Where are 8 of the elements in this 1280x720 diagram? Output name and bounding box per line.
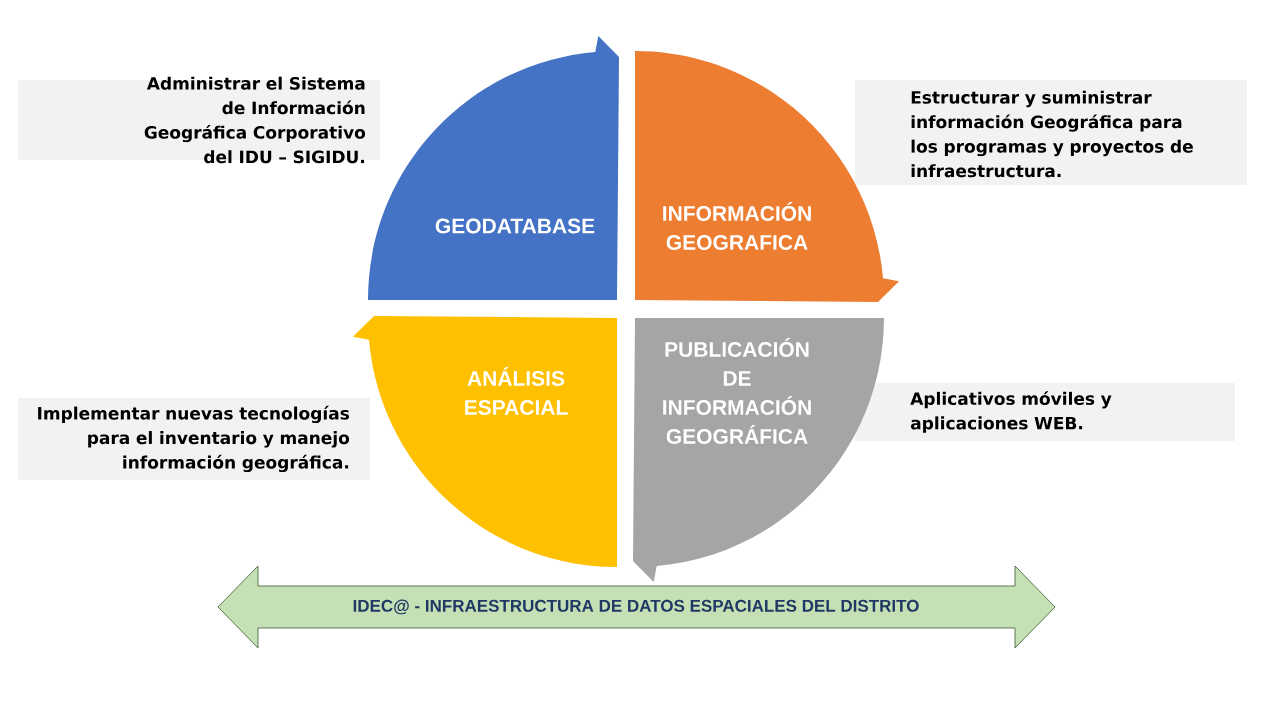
quadrant-segment: PUBLICACIÓN DE INFORMACIÓN GEOGRÁFICA [633,318,884,583]
quadrant-segment: INFORMACIÓN GEOGRAFICA [635,51,900,302]
quadrant-segment: ANÁLISIS ESPACIAL [352,316,617,567]
description-box: Aplicativos móviles y aplicaciones WEB. [855,383,1235,441]
double-arrow-band: IDEC@ - INFRAESTRUCTURA DE DATOS ESPACIALES DEL DISTRITO [217,565,1056,649]
description-box: Implementar nuevas tecnologías para el inventario y manejo información geográfica. [18,398,370,480]
description-box: Estructurar y suministrar información Geográfica para los programas y proyectos de infraestructura. [855,80,1247,185]
quadrant-segment: GEODATABASE [368,35,619,300]
